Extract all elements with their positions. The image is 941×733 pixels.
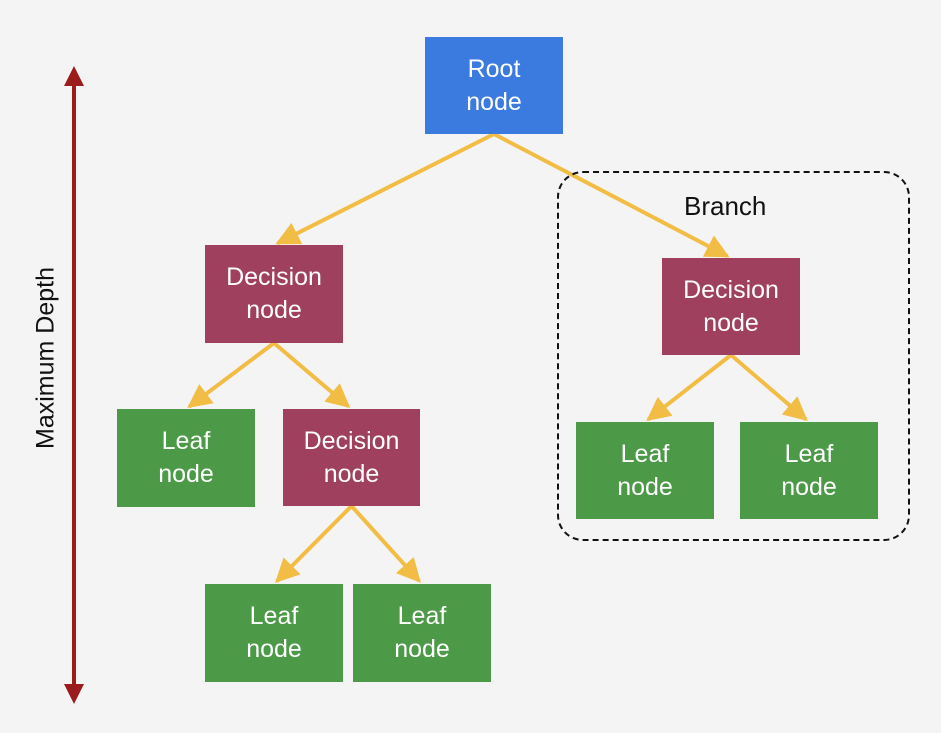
edge-decision_right-to-leaf_right_b xyxy=(729,353,808,421)
edge-root-to-decision_right xyxy=(493,132,730,258)
decision-node-right: Decision node xyxy=(662,258,800,355)
decision-node-left: Decision node xyxy=(205,245,343,343)
root-node: Root node xyxy=(425,37,563,134)
leaf-node-branch-right: Leaf node xyxy=(740,422,878,519)
decision-node-level2: Decision node xyxy=(283,409,420,506)
maximum-depth-label: Maximum Depth xyxy=(31,267,60,449)
branch-label: Branch xyxy=(684,191,767,221)
edge-decision_level2-to-leaf_level3_b xyxy=(350,504,421,583)
edge-decision_left-to-leaf_level2_left xyxy=(187,341,276,409)
leaf-node-level2-left: Leaf node xyxy=(117,409,255,507)
leaf-node-branch-left: Leaf node xyxy=(576,422,714,519)
leaf-node-level3-left: Leaf node xyxy=(205,584,343,682)
edge-decision_level2-to-leaf_level3_a xyxy=(275,504,353,583)
branch-outline xyxy=(557,171,910,541)
edge-decision_left-to-decision_level2 xyxy=(272,341,351,408)
edge-layer xyxy=(187,132,808,583)
leaf-node-level3-right: Leaf node xyxy=(353,584,491,682)
edge-decision_right-to-leaf_right_a xyxy=(646,353,733,422)
edge-root-to-decision_left xyxy=(275,132,495,245)
